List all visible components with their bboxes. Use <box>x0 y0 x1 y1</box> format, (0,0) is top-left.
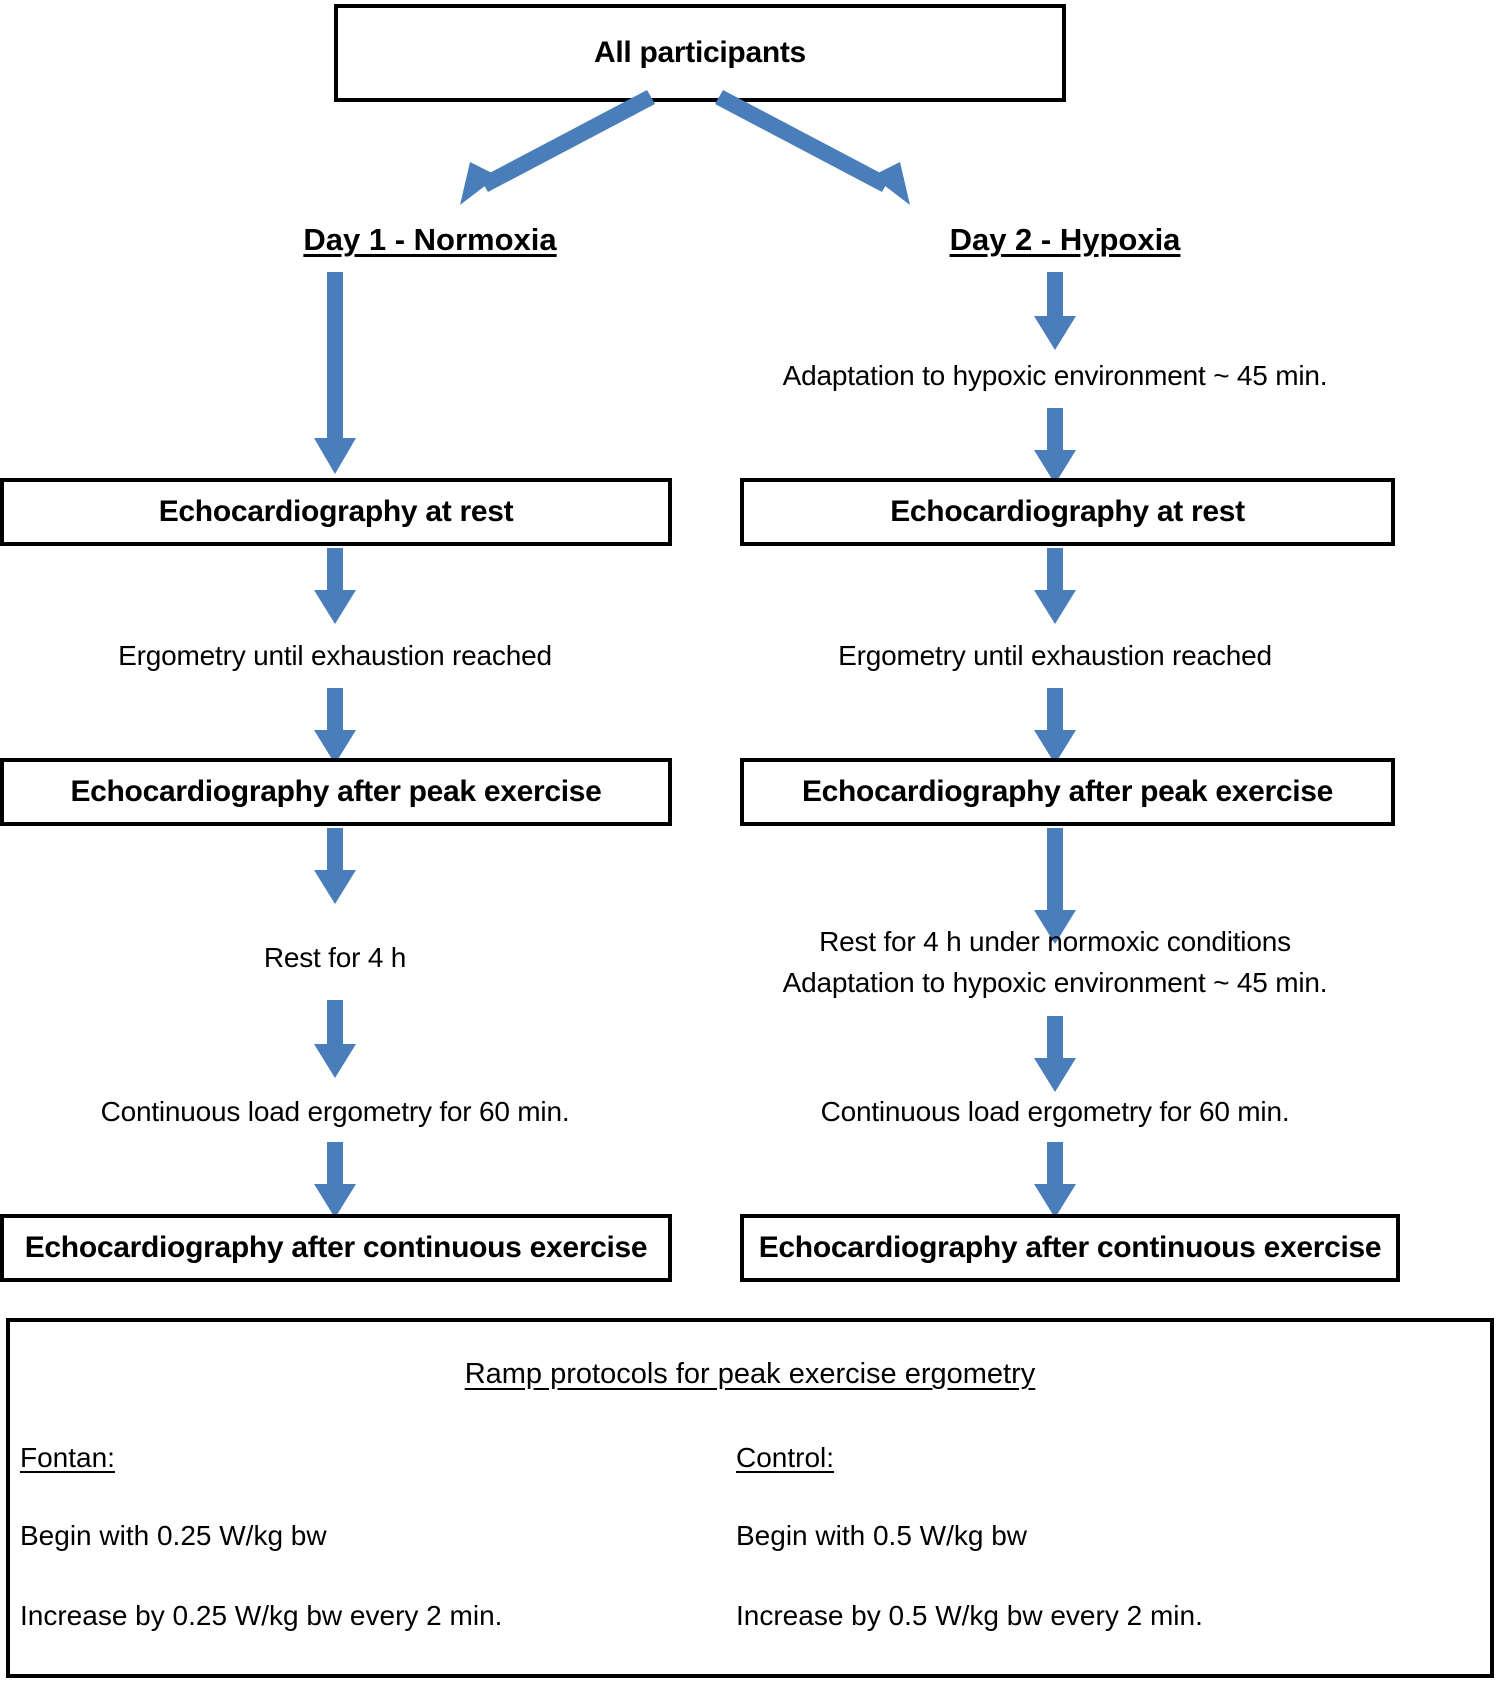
panel-ramp-protocols: Ramp protocols for peak exercise ergomet… <box>6 1318 1494 1678</box>
box-echo-continuous-right-label: Echocardiography after continuous exerci… <box>758 1231 1382 1264</box>
panel-col-heading-control: Control: <box>736 1442 835 1473</box>
text-rest-right-line1: Rest for 4 h under normoxic conditions <box>819 926 1291 957</box>
box-all-participants: All participants <box>334 4 1066 102</box>
box-echo-peak-left: Echocardiography after peak exercise <box>0 758 672 826</box>
branch-title-day2: Day 2 - Hypoxia <box>949 222 1181 257</box>
arrow-left-ergometry-to-echo-peak <box>314 688 356 764</box>
text-rest-left: Rest for 4 h <box>263 942 407 973</box>
panel-control-line-2: Increase by 0.5 W/kg bw every 2 min. <box>736 1600 1203 1631</box>
panel-control-line-1: Begin with 0.5 W/kg bw <box>736 1520 1028 1551</box>
box-echo-rest-right-label: Echocardiography at rest <box>890 495 1245 528</box>
arrow-right-ergometry-to-echo-peak <box>1034 688 1076 764</box>
text-continuous-left: Continuous load ergometry for 60 min. <box>100 1096 570 1127</box>
box-echo-rest-left-label: Echocardiography at rest <box>158 495 514 528</box>
text-rest-right-line2: Adaptation to hypoxic environment ~ 45 m… <box>782 966 1328 998</box>
branch-arrow-right <box>715 90 910 205</box>
text-continuous-right: Continuous load ergometry for 60 min. <box>820 1096 1290 1127</box>
panel-col-heading-fontan: Fontan: <box>20 1442 115 1473</box>
text-adaptation-right: Adaptation to hypoxic environment ~ 45 m… <box>782 360 1328 391</box>
panel-ramp-protocols-title: Ramp protocols for peak exercise ergomet… <box>464 1358 1036 1390</box>
arrow-right-adaptation-to-echo-rest <box>1034 408 1076 484</box>
panel-fontan-line-1: Begin with 0.25 W/kg bw <box>20 1520 327 1551</box>
branch-title-day1: Day 1 - Normoxia <box>303 222 557 257</box>
box-echo-continuous-right: Echocardiography after continuous exerci… <box>740 1214 1400 1282</box>
text-ergometry-left: Ergometry until exhaustion reached <box>118 640 552 671</box>
arrow-left-day1-to-echo-rest <box>314 272 356 474</box>
panel-fontan-line-2: Increase by 0.25 W/kg bw every 2 min. <box>20 1600 503 1631</box>
arrow-right-rest-to-continuous <box>1034 1016 1076 1092</box>
text-rest-right: Rest for 4 h under normoxic conditions A… <box>755 922 1355 1003</box>
arrow-left-echo-peak-to-rest <box>314 828 356 904</box>
box-echo-peak-right-label: Echocardiography after peak exercise <box>801 775 1334 808</box>
arrow-right-echo-peak-to-rest <box>1034 828 1076 944</box>
arrow-right-day2-to-adaptation <box>1034 272 1076 350</box>
box-all-participants-label: All participants <box>594 36 806 69</box>
box-echo-rest-right: Echocardiography at rest <box>740 478 1395 546</box>
box-echo-continuous-left: Echocardiography after continuous exerci… <box>0 1214 672 1282</box>
box-echo-rest-left: Echocardiography at rest <box>0 478 672 546</box>
text-ergometry-right: Ergometry until exhaustion reached <box>838 640 1272 671</box>
arrow-left-continuous-to-echo-cont <box>314 1142 356 1218</box>
branch-arrow-left <box>460 90 655 205</box>
arrow-right-continuous-to-echo-cont <box>1034 1142 1076 1218</box>
box-echo-peak-right: Echocardiography after peak exercise <box>740 758 1395 826</box>
box-echo-peak-left-label: Echocardiography after peak exercise <box>70 775 602 808</box>
arrow-right-echo-rest-to-ergometry <box>1034 548 1076 624</box>
arrow-left-echo-rest-to-ergometry <box>314 548 356 624</box>
box-echo-continuous-left-label: Echocardiography after continuous exerci… <box>24 1231 648 1264</box>
arrow-left-rest-to-continuous <box>314 1000 356 1078</box>
